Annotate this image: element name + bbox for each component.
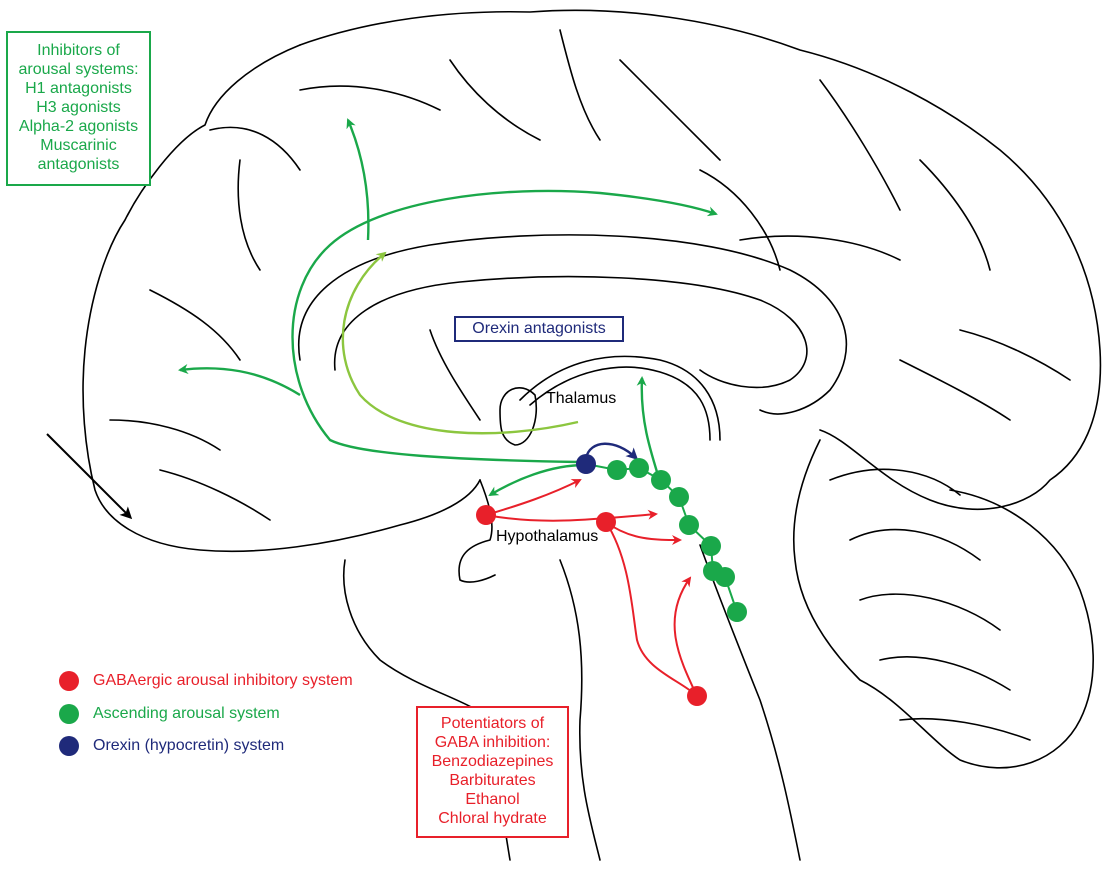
red-node	[596, 512, 616, 532]
inhibitors-box: Inhibitors of arousal systems: H1 antagoni…	[6, 31, 151, 186]
green-arrow-up	[346, 118, 370, 241]
red-arrow-5	[673, 576, 698, 697]
nodes	[476, 454, 747, 706]
brain-outline	[82, 9, 1102, 861]
black-arrow	[46, 433, 133, 520]
red-arrow-3	[605, 521, 682, 545]
legend-dot-icon	[59, 736, 79, 756]
green-node	[715, 567, 735, 587]
inhibitors-line: H1 antagonists	[25, 80, 132, 97]
potentiators-line: Chloral hydrate	[438, 810, 547, 827]
legend-dot-icon	[59, 704, 79, 724]
legend-label: Ascending arousal system	[93, 705, 280, 722]
gaba-inhibitory-arrows	[485, 479, 698, 697]
inhibitors-line: Inhibitors of	[37, 42, 120, 59]
legend-label: GABAergic arousal inhibitory system	[93, 672, 353, 689]
green-arrow-hypothalamus	[488, 463, 586, 497]
ascending-arousal-arrows	[178, 118, 718, 497]
red-node	[476, 505, 496, 525]
green-node	[679, 515, 699, 535]
legend-dot-icon	[59, 671, 79, 691]
legend-label: Orexin (hypocretin) system	[93, 737, 285, 754]
green-node	[669, 487, 689, 507]
inhibitors-line: antagonists	[37, 156, 120, 173]
hypothalamus-label: Hypothalamus	[496, 528, 599, 545]
orexin-antagonists-box: Orexin antagonists	[454, 316, 624, 342]
green-arrow-left	[178, 364, 301, 397]
potentiators-line: Benzodiazepines	[431, 753, 554, 770]
red-arrow-1	[485, 479, 582, 516]
green-node	[629, 458, 649, 478]
potentiators-line: Potentiators of	[440, 715, 545, 732]
green-node	[651, 470, 671, 490]
red-arrow-2	[485, 509, 658, 522]
green-node	[701, 536, 721, 556]
inhibitors-line: Alpha-2 agonists	[18, 118, 139, 135]
potentiators-line: GABA inhibition:	[434, 734, 551, 751]
potentiators-box: Potentiators of GABA inhibition: Benzodiaz…	[416, 706, 569, 838]
red-arrow-4	[605, 521, 698, 697]
green-node	[607, 460, 627, 480]
green-arrow-main	[291, 189, 718, 464]
light-green-arrow	[341, 251, 579, 435]
red-node	[687, 686, 707, 706]
potentiators-line: Barbiturates	[449, 772, 536, 789]
blue-node	[576, 454, 596, 474]
inhibitors-line: arousal systems:	[18, 61, 139, 78]
inhibitors-line: H3 agonists	[36, 99, 121, 116]
green-node	[727, 602, 747, 622]
inhibitors-line: Muscarinic	[40, 137, 117, 154]
potentiators-line: Ethanol	[465, 791, 520, 808]
orexin-antagonists-label: Orexin antagonists	[472, 320, 606, 337]
thalamus-label: Thalamus	[546, 390, 617, 407]
orexin-arrow	[584, 442, 639, 461]
